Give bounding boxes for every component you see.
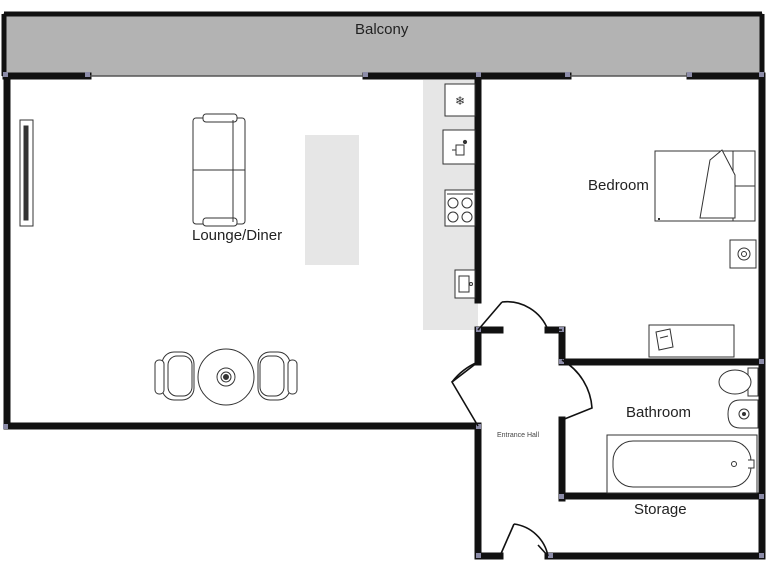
bed-icon xyxy=(654,149,756,222)
room-label-storage: Storage xyxy=(634,501,687,518)
balcony xyxy=(1,11,765,77)
room-label-lounge-diner: Lounge/Diner xyxy=(192,227,283,244)
armchair-icon xyxy=(257,351,298,401)
bedside-lamp-icon xyxy=(729,239,757,269)
hob-icon xyxy=(444,189,476,227)
room-label-entrance-hall: Entrance Hall xyxy=(497,432,540,439)
svg-text:❄: ❄ xyxy=(455,94,465,108)
walls xyxy=(2,72,766,560)
door-swing-icon xyxy=(450,300,593,557)
wine-cooler-icon xyxy=(442,129,476,165)
room-label-bedroom: Bedroom xyxy=(588,177,649,194)
fridge-freezer-icon: ❄ xyxy=(444,83,476,117)
armchair-icon xyxy=(154,351,195,401)
kitchen-sink-icon xyxy=(454,269,476,299)
dining-table-icon xyxy=(197,348,255,406)
desk-icon xyxy=(648,324,735,358)
room-label-balcony: Balcony xyxy=(355,21,409,38)
room-label-bathroom: Bathroom xyxy=(626,404,692,421)
basin-icon xyxy=(727,399,759,429)
rug xyxy=(305,135,359,265)
tv-icon xyxy=(19,119,34,227)
sofa-icon xyxy=(192,113,246,227)
toilet-icon xyxy=(718,367,759,397)
bathtub-icon xyxy=(606,434,758,494)
